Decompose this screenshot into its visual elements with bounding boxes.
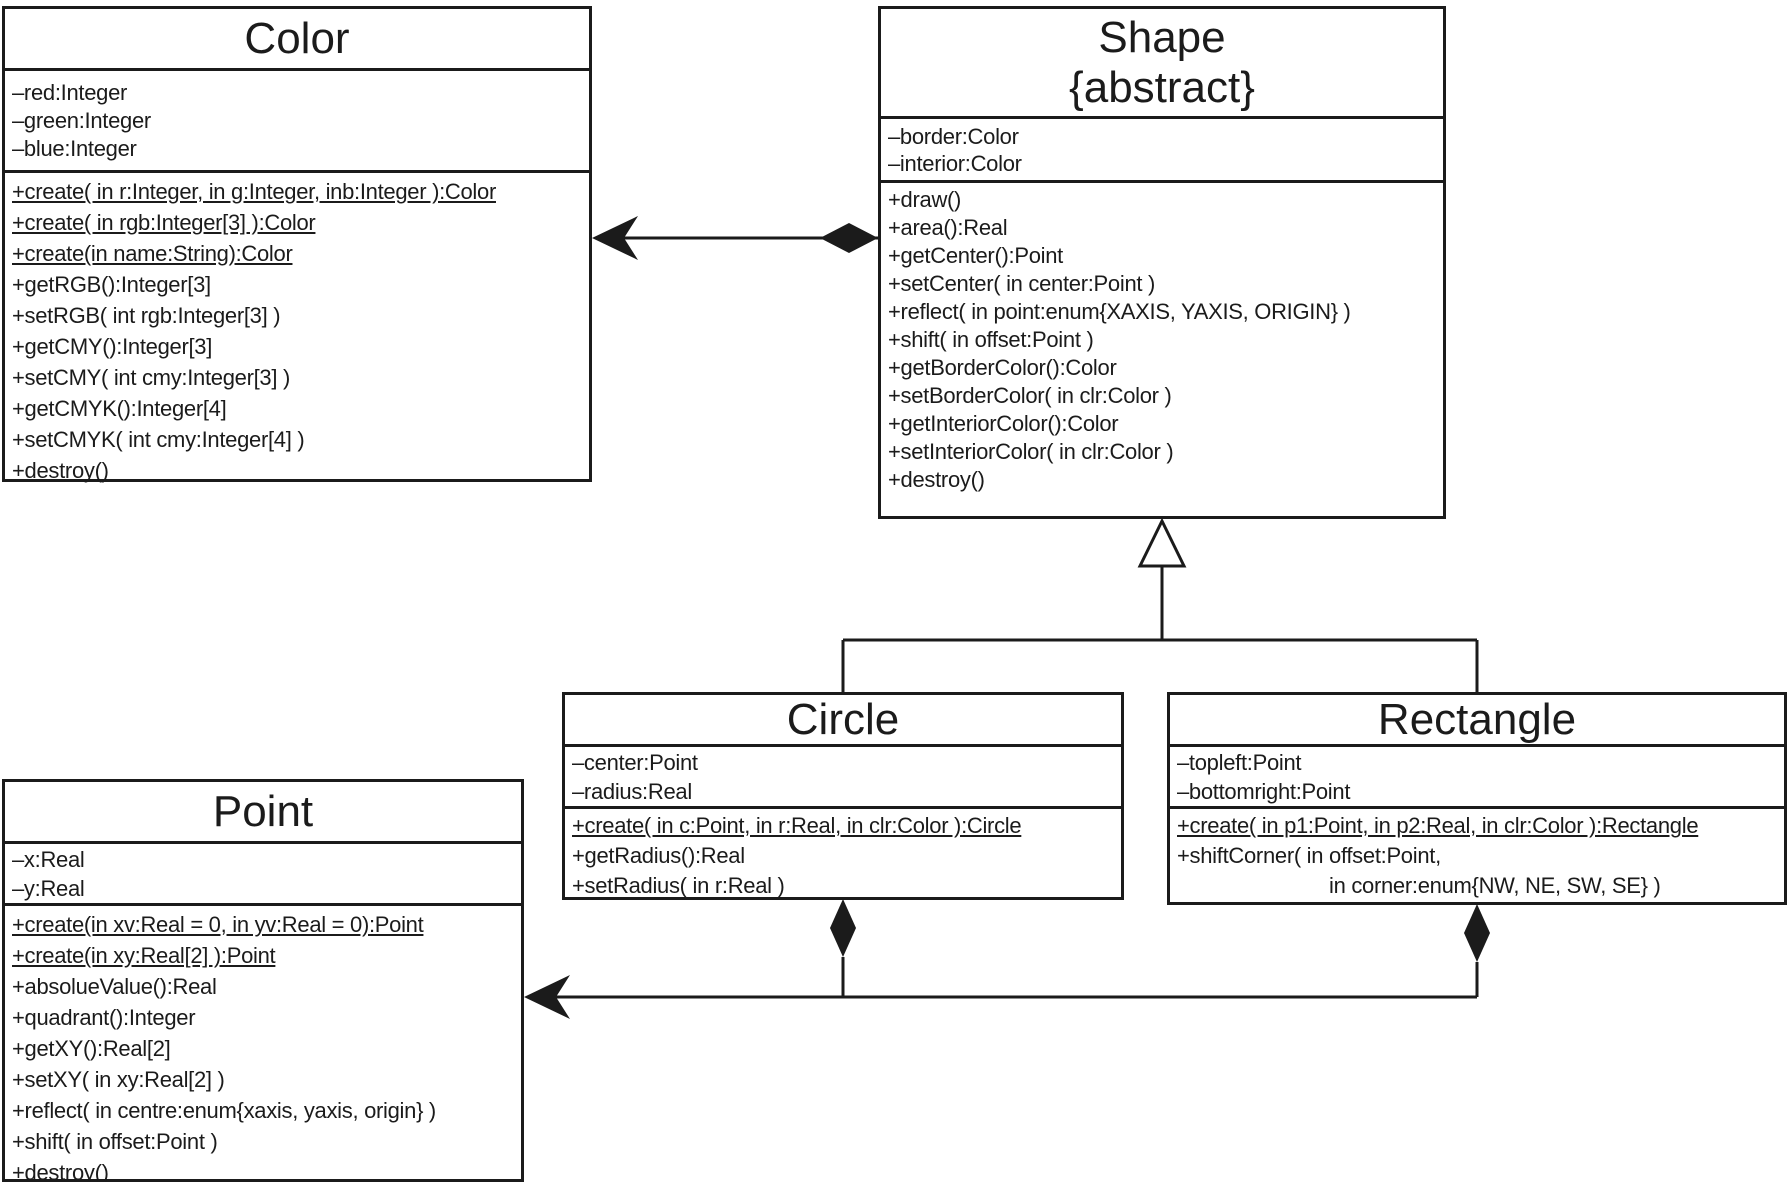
method: +setCMY( int cmy:Integer[3] )	[12, 365, 290, 390]
filled-diamond-icon	[1464, 904, 1490, 962]
attribute: –topleft:Point	[1177, 750, 1302, 775]
method: +absolueValue():Real	[12, 974, 217, 999]
method: +shiftCorner( in offset:Point,	[1177, 843, 1441, 868]
class-title: Rectangle	[1170, 695, 1784, 747]
attributes-compartment: –topleft:Point –bottomright:Point	[1170, 747, 1784, 809]
filled-diamond-icon	[820, 223, 878, 253]
class-title: Point	[5, 782, 521, 844]
method: +destroy()	[888, 467, 985, 492]
attribute: –bottomright:Point	[1177, 779, 1351, 804]
method-static: +create( in c:Point, in r:Real, in clr:C…	[572, 813, 1022, 838]
composition-circle-rectangle-point	[524, 899, 1490, 1019]
method: +draw()	[888, 187, 962, 212]
generalization-shape-circle-rectangle	[841, 517, 1479, 692]
class-circle: Circle –center:Point –radius:Real +creat…	[562, 692, 1124, 900]
class-rectangle: Rectangle –topleft:Point –bottomright:Po…	[1167, 692, 1787, 905]
hollow-triangle-icon	[1137, 517, 1187, 568]
attribute: –green:Integer	[12, 108, 151, 133]
method: +quadrant():Integer	[12, 1005, 196, 1030]
filled-diamond-icon	[830, 899, 856, 957]
class-name: Color	[244, 13, 350, 63]
method-static: +create(in name:String):Color	[12, 241, 293, 266]
method: +setXY( in xy:Real[2] )	[12, 1067, 225, 1092]
attributes-compartment: –red:Integer –green:Integer –blue:Intege…	[5, 71, 589, 173]
method: +area():Real	[888, 215, 1008, 240]
attribute: –border:Color	[888, 124, 1019, 149]
methods-compartment: +create( in r:Integer, in g:Integer, inb…	[5, 173, 589, 486]
class-point: Point –x:Real –y:Real +create(in xv:Real…	[2, 779, 524, 1182]
class-title: Circle	[565, 695, 1121, 747]
class-title: Shape {abstract}	[881, 9, 1443, 119]
attribute: –red:Integer	[12, 80, 128, 105]
class-stereotype: {abstract}	[1069, 62, 1255, 112]
class-name: Rectangle	[1377, 694, 1577, 744]
methods-compartment: +create( in p1:Point, in p2:Real, in clr…	[1170, 809, 1784, 901]
method-static: +create( in r:Integer, in g:Integer, inb…	[12, 179, 496, 204]
method: +setCenter( in center:Point )	[888, 271, 1156, 296]
method-static: +create( in rgb:Integer[3] ):Color	[12, 210, 316, 235]
class-name: Shape	[1098, 12, 1226, 62]
attributes-compartment: –x:Real –y:Real	[5, 844, 521, 906]
class-color: Color –red:Integer –green:Integer –blue:…	[2, 6, 592, 483]
method-static: +create( in p1:Point, in p2:Real, in clr…	[1177, 813, 1699, 838]
method: +shift( in offset:Point )	[12, 1129, 218, 1154]
method: +getXY():Real[2]	[12, 1036, 171, 1061]
attribute: –center:Point	[572, 750, 698, 775]
composition-shape-color	[592, 216, 878, 260]
method: +getRadius():Real	[572, 843, 745, 868]
method: +setRGB( int rgb:Integer[3] )	[12, 303, 281, 328]
method-static: +create(in xy:Real[2] ):Point	[12, 943, 276, 968]
method: +shift( in offset:Point )	[888, 327, 1094, 352]
method: +reflect( in centre:enum{xaxis, yaxis, o…	[12, 1098, 436, 1123]
attribute: –interior:Color	[888, 151, 1022, 176]
method: +reflect( in point:enum{XAXIS, YAXIS, OR…	[888, 299, 1351, 324]
attribute: –radius:Real	[572, 779, 692, 804]
method-continuation: in corner:enum{NW, NE, SW, SE} )	[1329, 873, 1661, 898]
methods-compartment: +draw() +area():Real +getCenter():Point …	[881, 183, 1443, 494]
method: +destroy()	[12, 1160, 109, 1182]
method: +setRadius( in r:Real )	[572, 873, 785, 898]
method: +setCMYK( int cmy:Integer[4] )	[12, 427, 305, 452]
methods-compartment: +create( in c:Point, in r:Real, in clr:C…	[565, 809, 1121, 901]
attribute: –y:Real	[12, 876, 85, 901]
method: +getCMYK():Integer[4]	[12, 396, 227, 421]
methods-compartment: +create(in xv:Real = 0, in yv:Real = 0):…	[5, 906, 521, 1182]
attribute: –x:Real	[12, 847, 85, 872]
method: +getCMY():Integer[3]	[12, 334, 213, 359]
method: +getRGB():Integer[3]	[12, 272, 211, 297]
method: +getBorderColor():Color	[888, 355, 1117, 380]
method: +getCenter():Point	[888, 243, 1063, 268]
attribute: –blue:Integer	[12, 136, 137, 161]
class-name: Point	[212, 786, 314, 836]
class-shape: Shape {abstract} –border:Color –interior…	[878, 6, 1446, 519]
method: +getInteriorColor():Color	[888, 411, 1119, 436]
attributes-compartment: –center:Point –radius:Real	[565, 747, 1121, 809]
method: +setInteriorColor( in clr:Color )	[888, 439, 1174, 464]
class-name: Circle	[786, 694, 900, 744]
method: +setBorderColor( in clr:Color )	[888, 383, 1172, 408]
class-title: Color	[5, 9, 589, 71]
attributes-compartment: –border:Color –interior:Color	[881, 119, 1443, 183]
open-arrowhead-icon	[524, 975, 570, 1019]
method-static: +create(in xv:Real = 0, in yv:Real = 0):…	[12, 912, 424, 937]
method: +destroy()	[12, 458, 109, 483]
open-arrowhead-icon	[592, 216, 638, 260]
